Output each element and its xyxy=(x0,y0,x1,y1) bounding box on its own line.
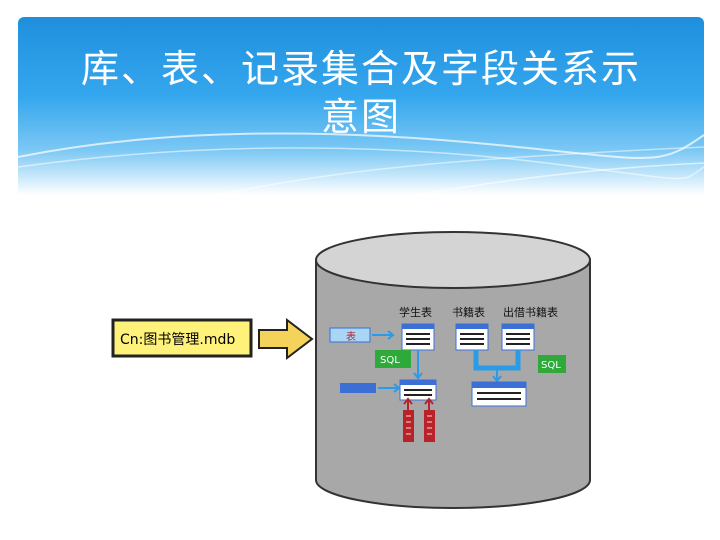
title-banner: 库、表、记录集合及字段关系示 意图 xyxy=(18,17,704,195)
record-set-bar xyxy=(340,383,376,393)
field-column-1 xyxy=(403,397,414,442)
table-icon-students xyxy=(401,323,435,351)
table-tag-label: 表 xyxy=(346,330,356,343)
pointer-arrow-icon xyxy=(258,317,314,361)
table-icon-books xyxy=(455,323,489,351)
arrow-down-icon xyxy=(492,368,502,383)
arrow-down-icon xyxy=(413,350,423,380)
table-tag-box xyxy=(329,327,371,343)
sql-tag-left xyxy=(375,350,411,368)
database-cylinder-top xyxy=(315,231,591,289)
table-name-books: 书籍表 xyxy=(452,305,485,319)
record-set-table-left xyxy=(399,379,437,401)
sql-label-right: SQL xyxy=(541,360,561,371)
arrow-right-icon xyxy=(378,383,401,393)
database-cylinder-body xyxy=(315,259,591,509)
slide-title-line-2: 意图 xyxy=(320,95,401,139)
record-set-table-right xyxy=(471,381,527,407)
database-label-box xyxy=(111,318,253,358)
database-label: Cn:图书管理.mdb xyxy=(120,332,235,348)
table-name-loans: 出借书籍表 xyxy=(503,305,558,319)
slide-title-line-1: 库、表、记录集合及字段关系示 xyxy=(80,47,641,91)
arrow-right-icon xyxy=(372,330,395,340)
sql-tag-right xyxy=(538,355,566,373)
field-column-2 xyxy=(424,397,435,442)
wave-decoration xyxy=(18,132,704,195)
sql-label-left: SQL xyxy=(380,355,400,366)
table-name-students: 学生表 xyxy=(399,305,432,319)
table-icon-loans xyxy=(501,323,535,351)
